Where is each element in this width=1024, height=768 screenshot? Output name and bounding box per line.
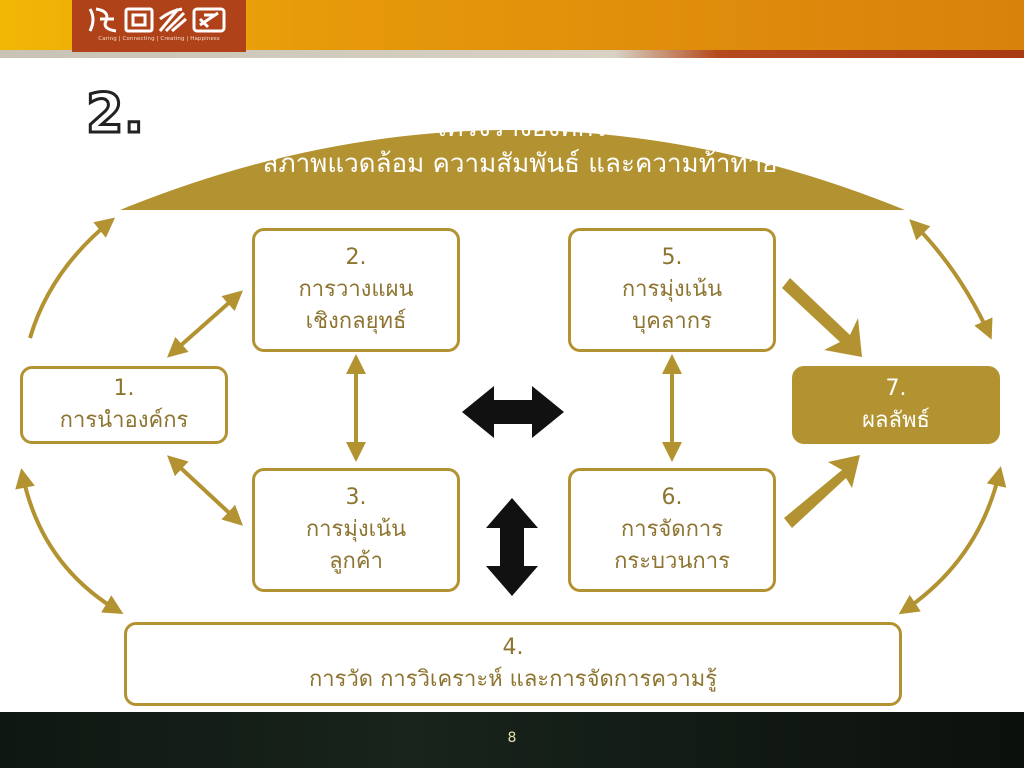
box-6-label-2: กระบวนการ [614, 549, 730, 574]
box-7-number: 7. [885, 376, 907, 401]
section-number: 2. [84, 81, 145, 147]
arrow-right-upper [909, 219, 993, 340]
box-1-label: การนำองค์กร [59, 408, 189, 433]
arrow-center-horizontal [462, 386, 564, 438]
page-number: 8 [507, 730, 517, 746]
box-2-number: 2. [345, 245, 367, 270]
box-workforce-focus: 5. การมุ่งเน้น บุคลากร [568, 228, 776, 352]
logo-tagline: Caring | Connecting | Creating | Happine… [98, 36, 220, 42]
arrow-center-vertical [486, 498, 538, 596]
arrow-left-upper [28, 217, 116, 339]
box-leadership: 1. การนำองค์กร [20, 366, 228, 444]
logo: Caring | Connecting | Creating | Happine… [72, 0, 246, 52]
arrow-6-7 [784, 455, 860, 528]
baldrige-diagram: 2. โครงร่างองค์กร สภาพแวดล้อม ความสัมพัน… [0, 60, 1024, 712]
box-operations-focus: 6. การจัดการ กระบวนการ [568, 468, 776, 592]
arrow-1-2 [167, 290, 243, 358]
box-4-number: 4. [502, 635, 524, 660]
box-3-label-2: ลูกค้า [329, 549, 383, 574]
box-6-number: 6. [661, 485, 683, 510]
box-customer-focus: 3. การมุ่งเน้น ลูกค้า [252, 468, 460, 592]
box-3-number: 3. [345, 485, 367, 510]
box-5-label-1: การมุ่งเน้น [621, 277, 723, 302]
arrow-right-lower [898, 466, 1007, 615]
box-results: 7. ผลลัพธ์ [792, 366, 1000, 444]
box-7-label: ผลลัพธ์ [862, 408, 930, 433]
logo-mark-icon [88, 7, 226, 33]
arrow-5-7 [782, 278, 862, 357]
footer-bar: 8 [0, 712, 1024, 768]
dome-line-2: สภาพแวดล้อม ความสัมพันธ์ และความท้าทาย [262, 149, 778, 179]
box-5-label-2: บุคลากร [632, 309, 712, 334]
arrow-left-lower [15, 468, 124, 615]
environment-dome [120, 130, 905, 210]
dome-title: โครงร่างองค์กร สภาพแวดล้อม ความสัมพันธ์ … [160, 110, 880, 182]
box-2-label-1: การวางแผน [298, 277, 414, 302]
box-3-label-1: การมุ่งเน้น [305, 517, 407, 542]
box-measurement-analysis: 4. การวัด การวิเคราะห์ และการจัดการความร… [124, 622, 902, 706]
dome-line-1: โครงร่างองค์กร [432, 113, 608, 143]
box-5-number: 5. [661, 245, 683, 270]
header-stripe [0, 50, 1024, 58]
diagram-graphics [15, 130, 1007, 615]
box-1-number: 1. [113, 376, 135, 401]
arrow-1-3 [167, 455, 243, 526]
box-6-label-1: การจัดการ [620, 517, 724, 542]
box-2-label-2: เชิงกลยุทธ์ [305, 309, 407, 334]
box-strategic-planning: 2. การวางแผน เชิงกลยุทธ์ [252, 228, 460, 352]
box-4-label: การวัด การวิเคราะห์ และการจัดการความรู้ [308, 667, 718, 692]
